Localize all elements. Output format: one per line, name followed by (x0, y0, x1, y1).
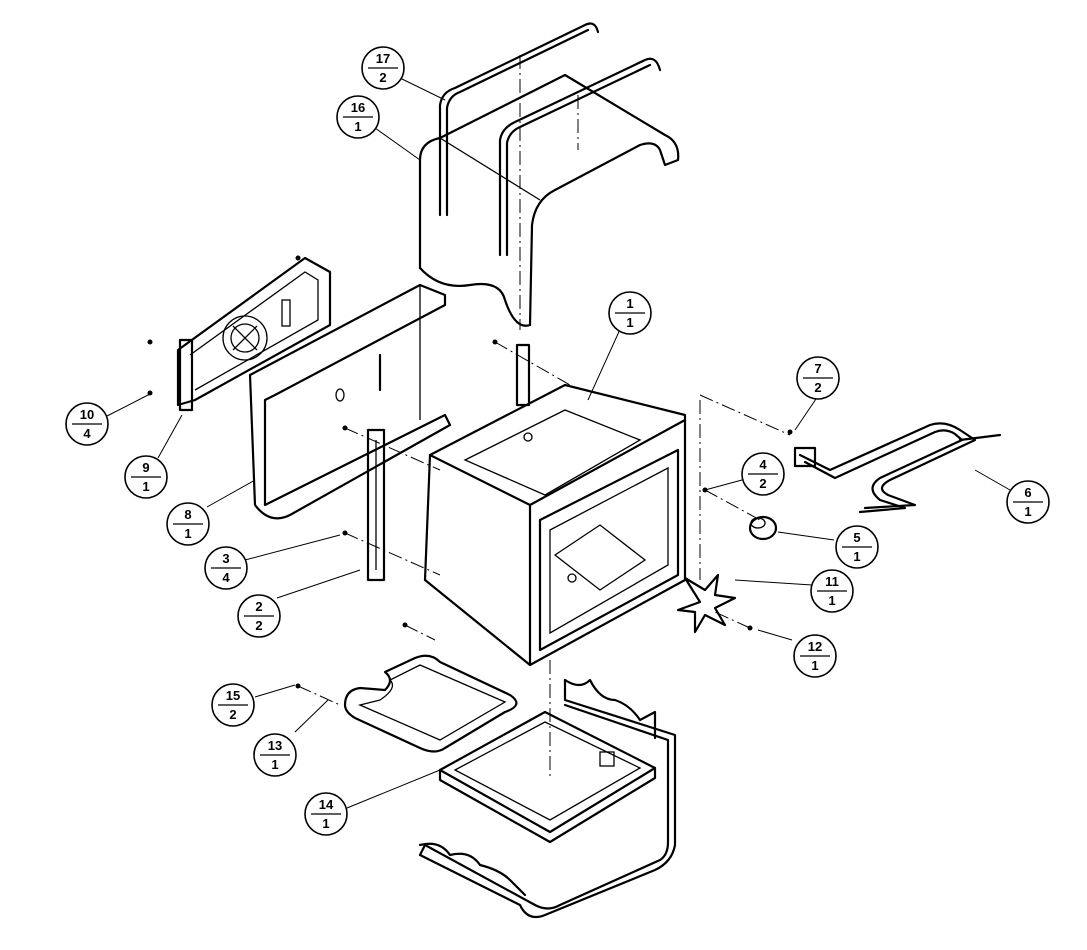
callout-bubble-14: 14 1 (304, 792, 348, 836)
callout-6-part: 6 (1024, 485, 1031, 500)
callout-6-qty: 1 (1024, 504, 1031, 519)
callout-7-part: 7 (814, 361, 821, 376)
callout-11-part: 11 (825, 574, 839, 589)
callout-3-part: 3 (222, 551, 229, 566)
callout-16-part: 16 (351, 100, 365, 115)
assembly-axis-lines (297, 55, 791, 780)
callout-bubble-8: 8 1 (166, 502, 210, 546)
callout-5-part: 5 (853, 530, 860, 545)
callout-5-qty: 1 (853, 549, 860, 564)
part-13-bake-element (343, 654, 518, 753)
callout-bubble-15: 15 2 (211, 683, 255, 727)
part-11-fan-blade (676, 573, 737, 634)
callout-bubble-10: 10 4 (65, 402, 109, 446)
callout-1-qty: 1 (626, 315, 633, 330)
callout-bubble-9: 9 1 (124, 455, 168, 499)
callout-16-qty: 1 (354, 119, 361, 134)
part-14-bottom-tray (438, 710, 657, 844)
callout-7-qty: 2 (814, 380, 821, 395)
leader-lines (106, 77, 1011, 809)
callout-bubble-6: 6 1 (1006, 480, 1050, 524)
part-17-rods (438, 22, 662, 257)
part-7-screws (787, 429, 793, 435)
callout-bubble-13: 13 1 (253, 733, 297, 777)
part-2-brackets (366, 343, 531, 582)
callout-bubble-1: 1 1 (608, 291, 652, 335)
callout-10-part: 10 (80, 407, 94, 422)
callout-1-part: 1 (626, 296, 633, 311)
callout-9-part: 9 (142, 460, 149, 475)
callout-3-qty: 4 (222, 570, 230, 585)
part-9-back-panel (176, 256, 332, 412)
callout-12-qty: 1 (811, 658, 818, 673)
callout-14-qty: 1 (322, 816, 329, 831)
callout-17-qty: 2 (379, 70, 386, 85)
callout-4-qty: 2 (759, 476, 766, 491)
part-1-oven-cavity (423, 383, 687, 667)
callout-bubble-16: 16 1 (336, 95, 380, 139)
callout-13-qty: 1 (271, 757, 278, 772)
callout-8-part: 8 (184, 507, 191, 522)
callout-14-part: 14 (319, 797, 334, 812)
callout-2-qty: 2 (255, 618, 262, 633)
callout-15-qty: 2 (229, 707, 236, 722)
callout-8-qty: 1 (184, 526, 191, 541)
fastener-dots (147, 255, 753, 689)
callout-4-part: 4 (759, 457, 767, 472)
callout-bubble-2: 2 2 (237, 594, 281, 638)
part-8-side-panel (248, 283, 452, 520)
part-6-broil-element (793, 422, 1002, 514)
callout-11-qty: 1 (828, 593, 835, 608)
callout-9-qty: 1 (142, 479, 149, 494)
callout-bubble-11: 11 1 (810, 569, 854, 613)
callout-10-qty: 4 (83, 426, 91, 441)
part-5-lamp (748, 515, 778, 541)
callout-bubble-17: 17 2 (361, 46, 405, 90)
callout-bubble-12: 12 1 (793, 634, 837, 678)
callout-bubble-3: 3 4 (204, 546, 248, 590)
callout-15-part: 15 (226, 688, 240, 703)
bottom-wrap (418, 678, 677, 919)
callout-12-part: 12 (808, 639, 822, 654)
callout-bubble-4: 4 2 (741, 452, 785, 496)
callout-17-part: 17 (376, 51, 390, 66)
part-16-top-wrap (418, 73, 680, 327)
callout-bubble-7: 7 2 (796, 356, 840, 400)
callout-bubble-5: 5 1 (835, 525, 879, 569)
callout-2-part: 2 (255, 599, 262, 614)
callout-13-part: 13 (268, 738, 282, 753)
